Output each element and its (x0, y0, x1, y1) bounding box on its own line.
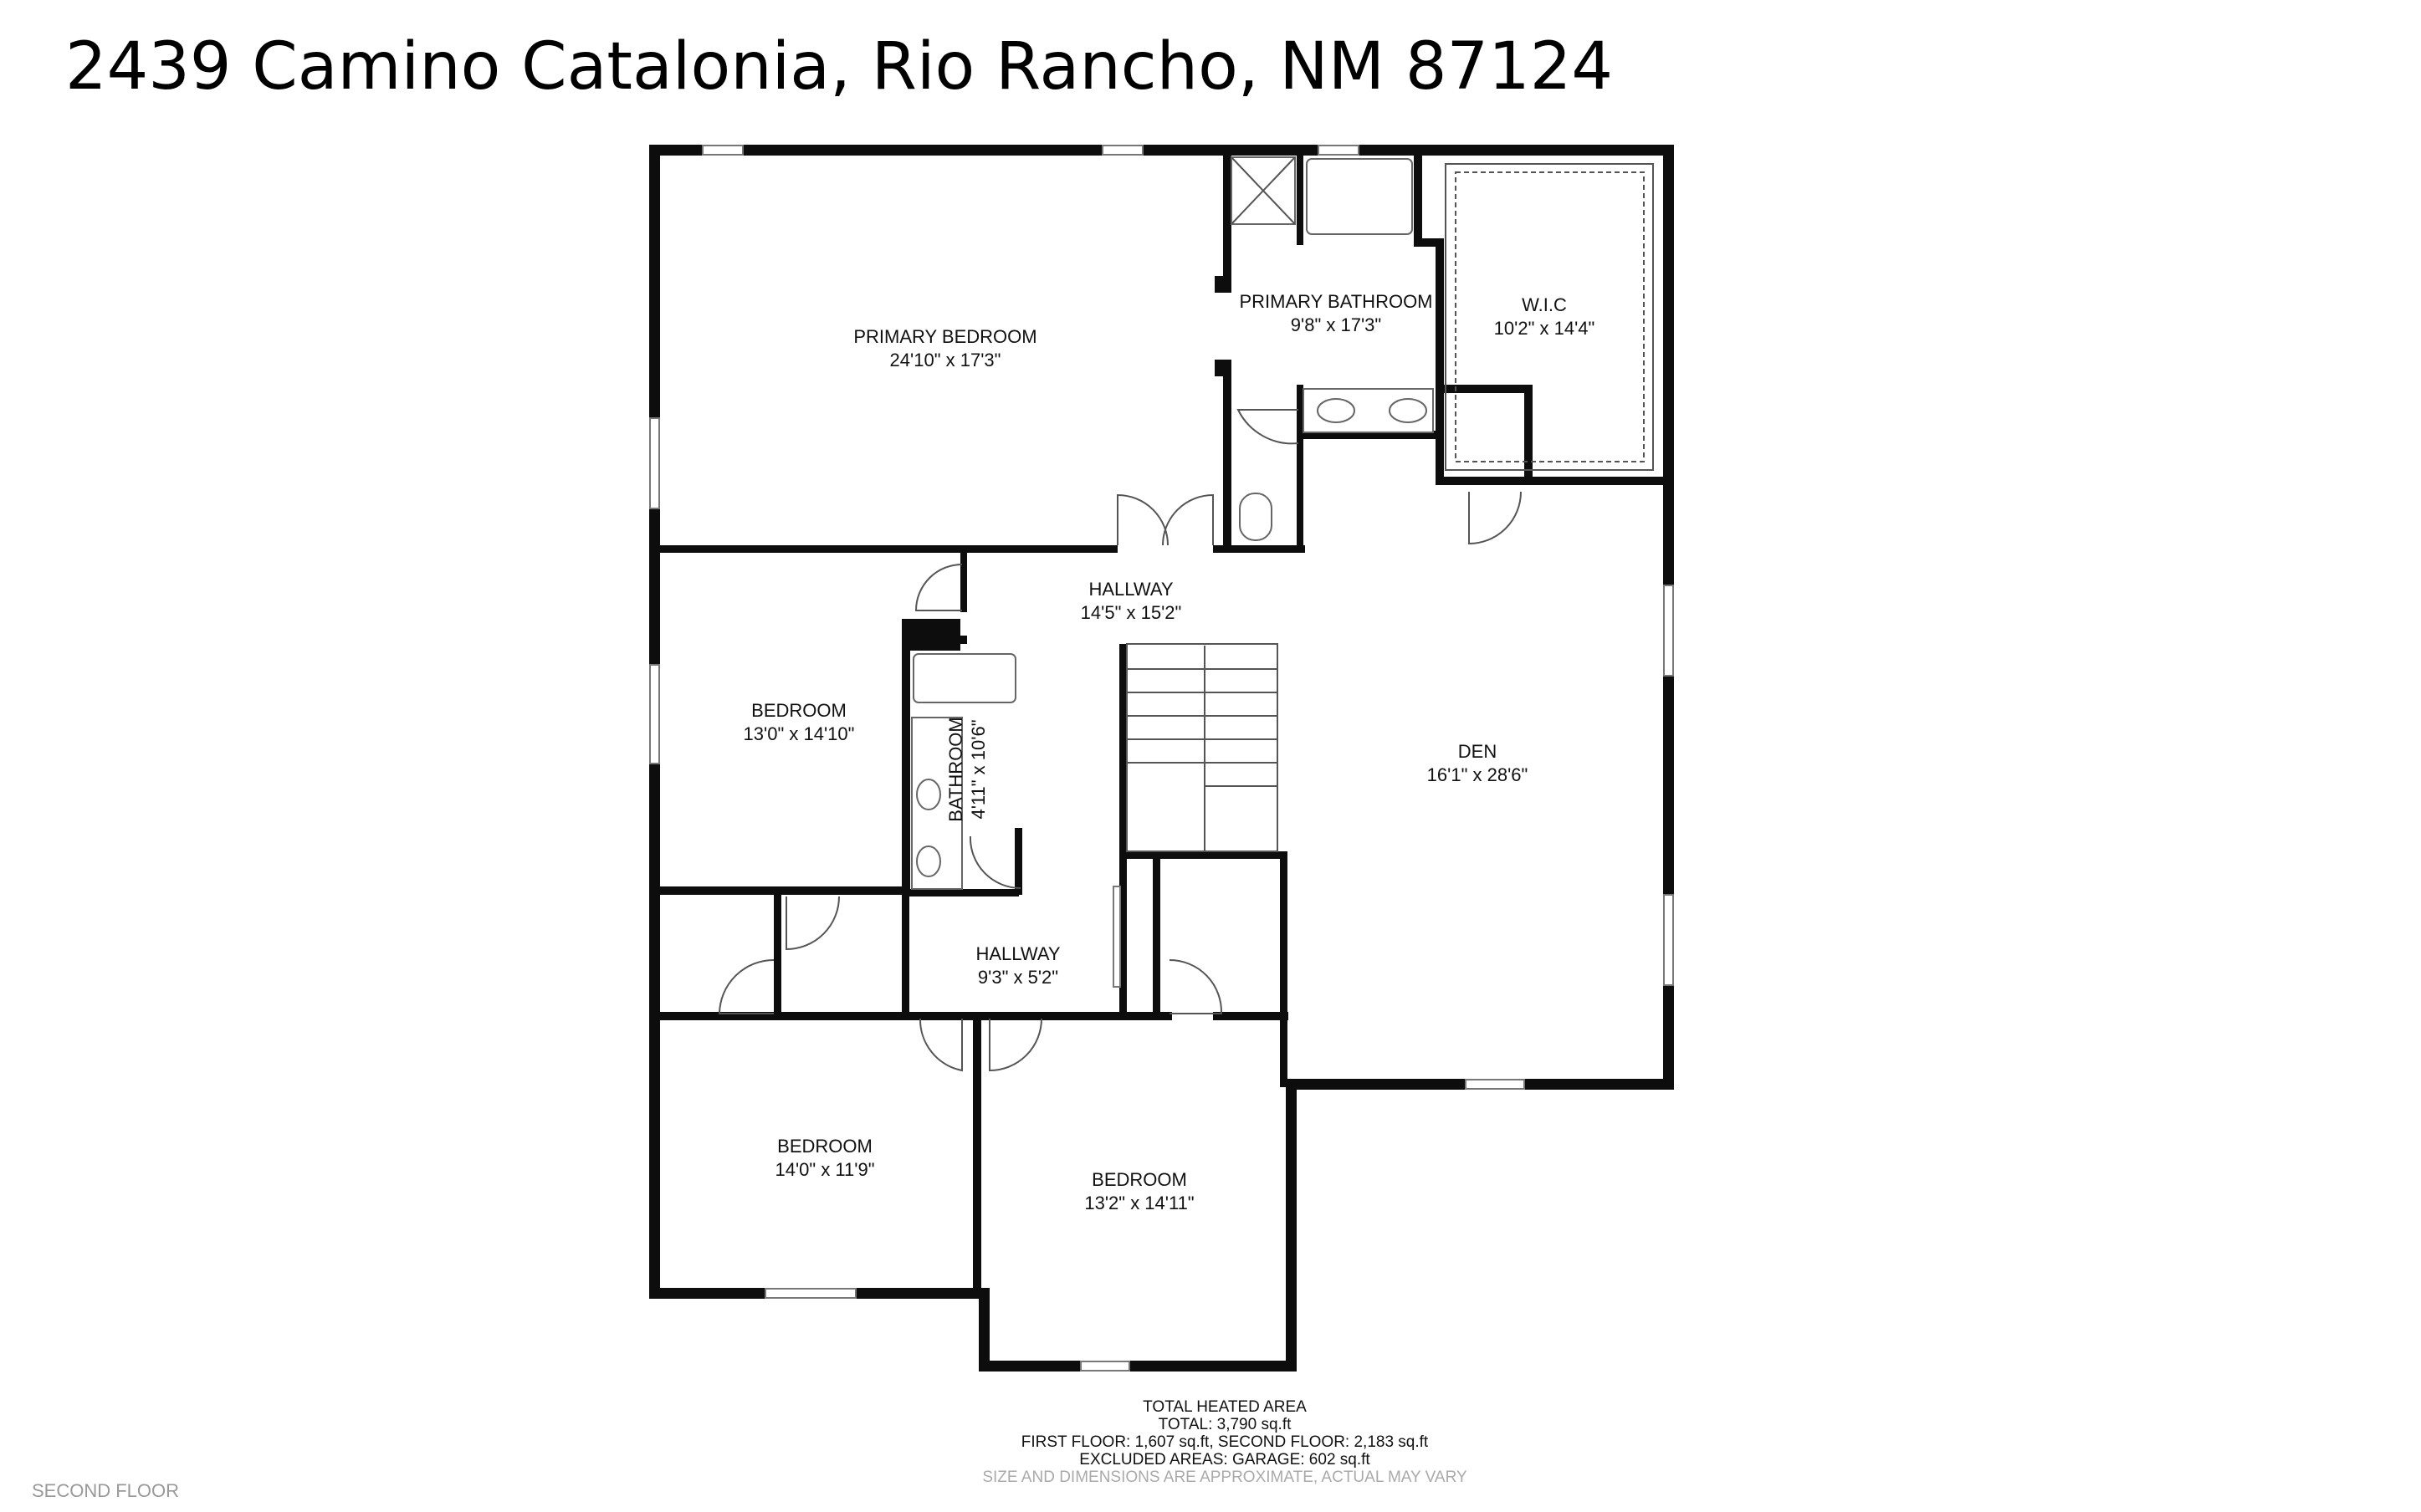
room-size-walk-in-closet: 10'2" x 14'4" (1494, 318, 1595, 339)
room-size-hallway-upper: 14'5" x 15'2" (1081, 602, 1182, 623)
room-size-primary-bathroom: 9'8" x 17'3" (1291, 314, 1381, 335)
room-name-hall-bathroom: BATHROOM (945, 717, 966, 821)
room-name-walk-in-closet: W.I.C (1522, 294, 1567, 315)
windows (649, 145, 1674, 1372)
room-name-den: DEN (1458, 741, 1497, 762)
stair-treads (1127, 646, 1277, 851)
area-summary-heading: TOTAL HEATED AREA (1143, 1398, 1307, 1416)
doors (718, 409, 1522, 1072)
area-summary-floors: FIRST FLOOR: 1,607 sq.ft, SECOND FLOOR: … (1021, 1433, 1429, 1451)
area-summary: TOTAL HEATED AREA TOTAL: 3,790 sq.ft FIR… (982, 1398, 1467, 1486)
room-name-primary-bedroom: PRIMARY BEDROOM (853, 326, 1036, 347)
room-size-bedroom-3: 14'0" x 11'9" (775, 1159, 874, 1180)
stairs (1126, 643, 1278, 852)
room-name-primary-bathroom: PRIMARY BATHROOM (1239, 291, 1432, 312)
room-name-hallway-lower: HALLWAY (975, 943, 1060, 964)
area-summary-total: TOTAL: 3,790 sq.ft (1159, 1416, 1292, 1433)
area-summary-disclaimer: SIZE AND DIMENSIONS ARE APPROXIMATE, ACT… (982, 1469, 1467, 1486)
room-name-bedroom-2: BEDROOM (751, 700, 847, 721)
room-size-hallway-lower: 9'3" x 5'2" (978, 967, 1058, 988)
room-name-bedroom-4: BEDROOM (1092, 1169, 1187, 1190)
room-size-den: 16'1" x 28'6" (1427, 764, 1528, 785)
room-size-primary-bedroom: 24'10" x 17'3" (890, 350, 1001, 370)
fixtures (911, 156, 1654, 890)
room-size-hall-bathroom: 4'11" x 10'6" (968, 719, 989, 819)
floor-label: SECOND FLOOR (32, 1480, 179, 1501)
room-size-bedroom-2: 13'0" x 14'10" (744, 723, 855, 744)
room-name-bedroom-3: BEDROOM (777, 1136, 873, 1157)
room-labels: PRIMARY BEDROOM 24'10" x 17'3" PRIMARY B… (744, 291, 1595, 1213)
room-size-bedroom-4: 13'2" x 14'11" (1084, 1193, 1194, 1213)
area-summary-excluded: EXCLUDED AREAS: GARAGE: 602 sq.ft (1079, 1451, 1370, 1469)
room-name-hallway-upper: HALLWAY (1088, 579, 1173, 600)
page-title: 2439 Camino Catalonia, Rio Rancho, NM 87… (65, 29, 1613, 105)
interior-walls (649, 145, 1671, 1296)
